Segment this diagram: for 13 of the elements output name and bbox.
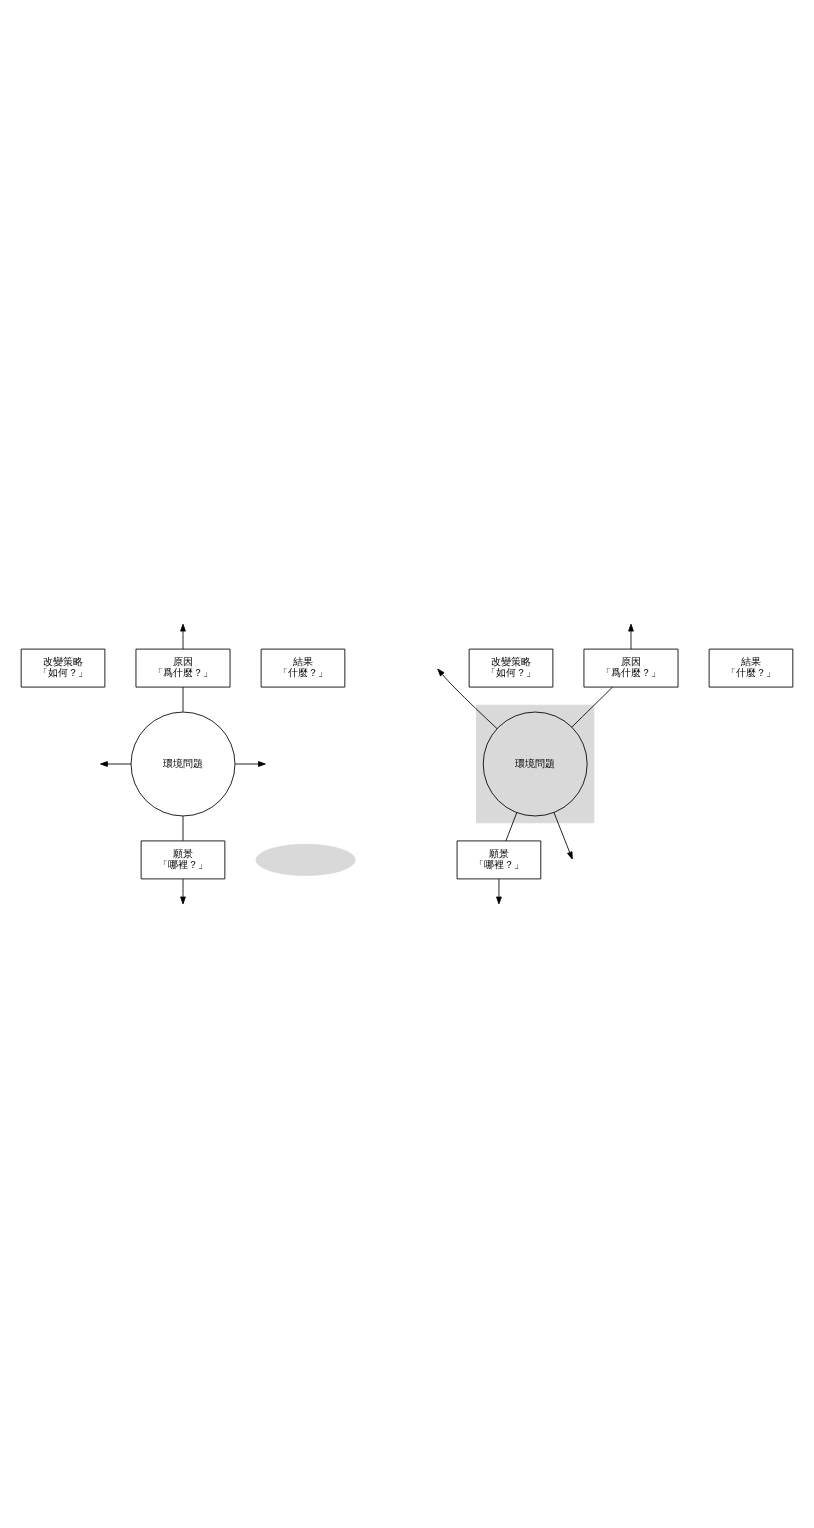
arrow [496, 878, 502, 905]
node-ellipse [255, 843, 356, 876]
connector [571, 686, 613, 728]
arrow [553, 812, 573, 860]
arrow [437, 668, 498, 729]
arrow [234, 761, 266, 767]
arrow [628, 623, 634, 650]
connector [505, 812, 518, 842]
connector [182, 686, 184, 713]
arrow [180, 623, 186, 650]
arrow [180, 878, 186, 905]
arrow [100, 761, 132, 767]
connector [182, 815, 184, 842]
